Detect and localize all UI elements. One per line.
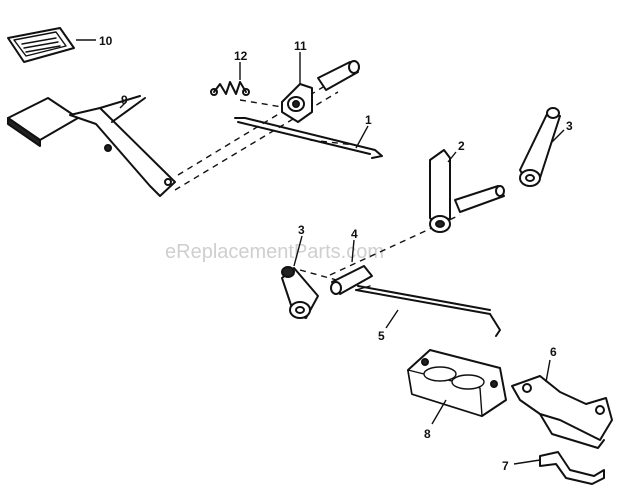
part-9-pedal-arm xyxy=(7,95,176,197)
part-10-pedal-pad xyxy=(7,27,75,63)
part-2-lever-arm xyxy=(429,149,505,233)
callout-4: 4 xyxy=(351,227,358,241)
callout-numbers: 10 9 12 11 1 2 3 3 4 5 6 8 7 xyxy=(99,34,573,473)
part-11-bracket xyxy=(281,60,360,123)
watermark: eReplacementParts.com xyxy=(165,241,384,263)
callout-3-right: 3 xyxy=(566,119,573,133)
leader-lines xyxy=(76,39,565,465)
part-7-strap xyxy=(539,451,605,485)
part-3-crank-right xyxy=(519,107,561,187)
callout-3-left: 3 xyxy=(298,223,305,237)
callout-10: 10 xyxy=(99,34,113,48)
callout-7: 7 xyxy=(502,459,509,473)
callout-2: 2 xyxy=(458,139,465,153)
part-3-crank-left xyxy=(281,266,319,319)
part-1-rod xyxy=(234,117,383,159)
callout-5: 5 xyxy=(378,329,385,343)
callout-11: 11 xyxy=(294,39,307,53)
callout-9: 9 xyxy=(121,93,128,107)
callout-8: 8 xyxy=(424,427,431,441)
part-4-shaft xyxy=(330,265,373,295)
callout-6: 6 xyxy=(550,345,557,359)
callout-12: 12 xyxy=(234,49,248,63)
part-8-housing xyxy=(407,349,507,417)
callout-1: 1 xyxy=(365,113,372,127)
part-5-long-rod xyxy=(355,285,501,337)
part-6-bracket xyxy=(511,375,613,449)
part-12-spring xyxy=(210,81,250,96)
